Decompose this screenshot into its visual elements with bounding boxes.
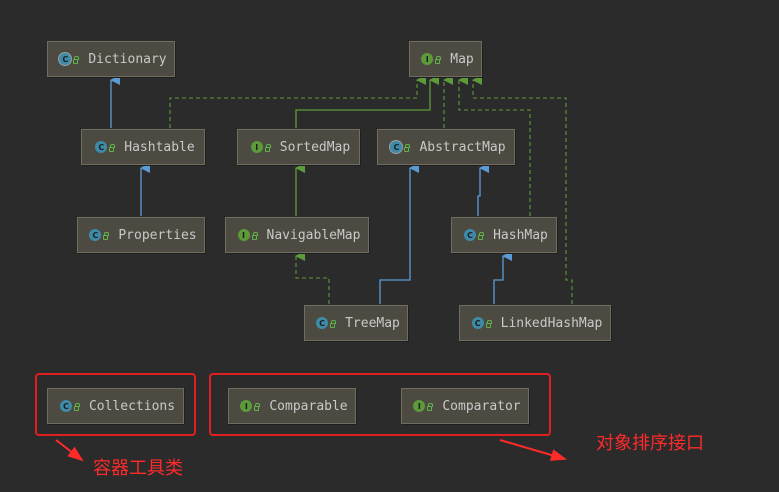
comparable-label: Comparable xyxy=(269,398,348,414)
linkedhashmap-label: LinkedHashMap xyxy=(500,315,603,331)
collections-node[interactable]: C Collections xyxy=(47,388,184,424)
hashtable-node[interactable]: C Hashtable xyxy=(81,129,205,165)
abstract-class-icon: C xyxy=(390,141,403,153)
map-label: Map xyxy=(450,51,474,67)
navigablemap-label: NavigableMap xyxy=(266,227,361,243)
comparator-label: Comparator xyxy=(442,398,521,414)
hashmap-extends-abstractmap-line xyxy=(477,163,489,216)
class-icon: C xyxy=(471,317,484,329)
abstractmap-label: AbstractMap xyxy=(419,139,506,155)
lock-icon xyxy=(478,231,485,240)
hashmap-label: HashMap xyxy=(493,227,548,243)
lock-icon xyxy=(404,143,411,152)
sortedmap-label: SortedMap xyxy=(279,139,351,155)
linkedhashmap-node[interactable]: C LinkedHashMap xyxy=(459,305,611,341)
lock-icon xyxy=(254,402,261,411)
lock-icon xyxy=(73,402,80,411)
class-icon: C xyxy=(95,141,108,153)
comparator-node[interactable]: I Comparator xyxy=(401,388,529,424)
lock-icon xyxy=(109,143,116,152)
lock-icon xyxy=(427,402,434,411)
properties-label: Properties xyxy=(118,227,197,243)
interface-icon: I xyxy=(421,53,434,65)
sortedmap-extends-map-line xyxy=(295,75,439,128)
sorting-interfaces-annotation: 对象排序接口 xyxy=(596,433,704,454)
properties-node[interactable]: C Properties xyxy=(77,217,205,253)
abstract-class-icon: C xyxy=(59,53,72,65)
interface-icon: I xyxy=(250,141,263,153)
lock-icon xyxy=(103,231,110,240)
hashtable-implements-map-line xyxy=(169,75,426,128)
lock-icon xyxy=(264,143,271,152)
lock-icon xyxy=(73,55,80,64)
interface-icon: I xyxy=(237,229,250,241)
hashmap-node[interactable]: C HashMap xyxy=(451,217,557,253)
class-icon: C xyxy=(464,229,477,241)
collections-label: Collections xyxy=(88,398,176,414)
interface-icon: I xyxy=(240,400,253,412)
lock-icon xyxy=(485,319,492,328)
hashtable-label: Hashtable xyxy=(124,139,195,155)
treemap-label: TreeMap xyxy=(345,315,400,331)
abstractmap-node[interactable]: C AbstractMap xyxy=(377,129,515,165)
dictionary-node[interactable]: C Dictionary xyxy=(47,41,175,77)
treemap-implements-navigablemap-line xyxy=(295,251,330,304)
hashmap-implements-map-line xyxy=(458,75,531,216)
class-icon: C xyxy=(89,229,102,241)
linkedhashmap-extends-hashmap-line xyxy=(493,251,512,304)
utility-class-highlight xyxy=(35,373,196,436)
map-node[interactable]: I Map xyxy=(409,41,482,77)
sorting-interfaces-highlight xyxy=(209,373,551,436)
lock-icon xyxy=(435,55,442,64)
class-icon: C xyxy=(316,317,329,329)
utility-annotation-arrow xyxy=(55,439,84,462)
linkedhashmap-implements-map-line xyxy=(472,75,573,304)
utility-class-annotation: 容器工具类 xyxy=(93,458,183,479)
navigablemap-node[interactable]: I NavigableMap xyxy=(225,217,369,253)
dictionary-label: Dictionary xyxy=(88,51,167,67)
comparable-node[interactable]: I Comparable xyxy=(228,388,356,424)
class-icon: C xyxy=(59,400,72,412)
treemap-extends-abstractmap-line xyxy=(379,163,419,304)
lock-icon xyxy=(251,231,258,240)
treemap-node[interactable]: C TreeMap xyxy=(304,305,408,341)
lock-icon xyxy=(330,319,337,328)
sorting-annotation-arrow xyxy=(499,439,567,461)
interface-icon: I xyxy=(413,400,426,412)
sortedmap-node[interactable]: I SortedMap xyxy=(237,129,360,165)
